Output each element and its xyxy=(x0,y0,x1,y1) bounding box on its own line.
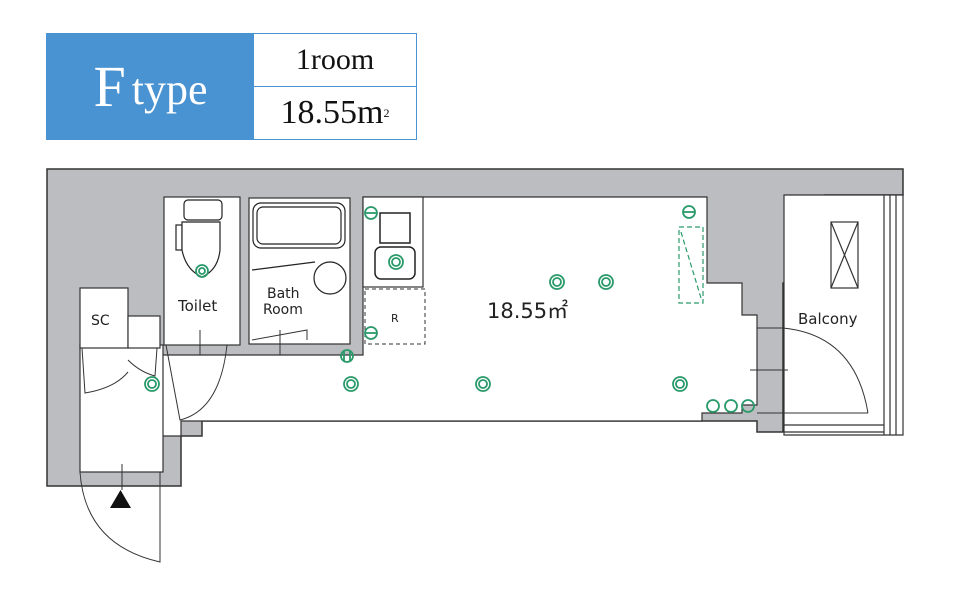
entrance-marker-icon xyxy=(110,490,131,508)
bathtub-icon xyxy=(251,202,347,295)
bath-room xyxy=(248,197,351,345)
ceiling-light-icon xyxy=(672,376,688,392)
ceiling-light-icon xyxy=(598,274,614,290)
entry-hall xyxy=(79,344,164,473)
type-word: type xyxy=(131,64,208,114)
room-count: 1room xyxy=(254,34,416,87)
unit-area-value: 18.55m xyxy=(280,94,384,131)
fridge-label: R xyxy=(391,312,399,325)
ceiling-light-icon xyxy=(475,376,491,392)
balcony-railing xyxy=(784,195,897,435)
balcony-area xyxy=(783,194,904,436)
sc-label: SC xyxy=(91,313,110,329)
ceiling-light-icon xyxy=(549,274,565,290)
toilet-label: Toilet xyxy=(177,297,217,315)
main-room-area-label: 18.55㎡ xyxy=(487,299,568,323)
ceiling-light-icon xyxy=(343,376,359,392)
outlet-icon xyxy=(364,326,378,340)
balcony-label: Balcony xyxy=(798,310,858,328)
ceiling-light-icon xyxy=(144,376,160,392)
electrical-fixtures xyxy=(144,205,755,413)
outdoor-unit-icon xyxy=(830,221,859,289)
kitchen-sink-icon xyxy=(374,212,416,280)
unit-area-unit: 2 xyxy=(383,105,390,120)
outlet-icon xyxy=(340,349,354,363)
unit-type-label: F type xyxy=(47,34,254,139)
toilet-icon xyxy=(175,199,223,278)
interior-doors xyxy=(79,329,308,563)
type-letter: F xyxy=(93,53,126,119)
storage-closet xyxy=(79,287,129,349)
ceiling-light-icon xyxy=(195,264,209,278)
bath-label-line2: Room xyxy=(263,302,303,318)
room-spaces xyxy=(79,194,904,473)
outlet-icon xyxy=(364,206,378,220)
switch-panel-icon xyxy=(706,399,755,413)
fridge-space xyxy=(364,288,426,345)
outlet-icon xyxy=(682,205,696,219)
air-conditioner-icon xyxy=(678,226,704,304)
bath-label-line1: Bath xyxy=(267,286,300,302)
ceiling-light-icon xyxy=(388,254,404,270)
balcony-door-icon xyxy=(750,327,869,414)
